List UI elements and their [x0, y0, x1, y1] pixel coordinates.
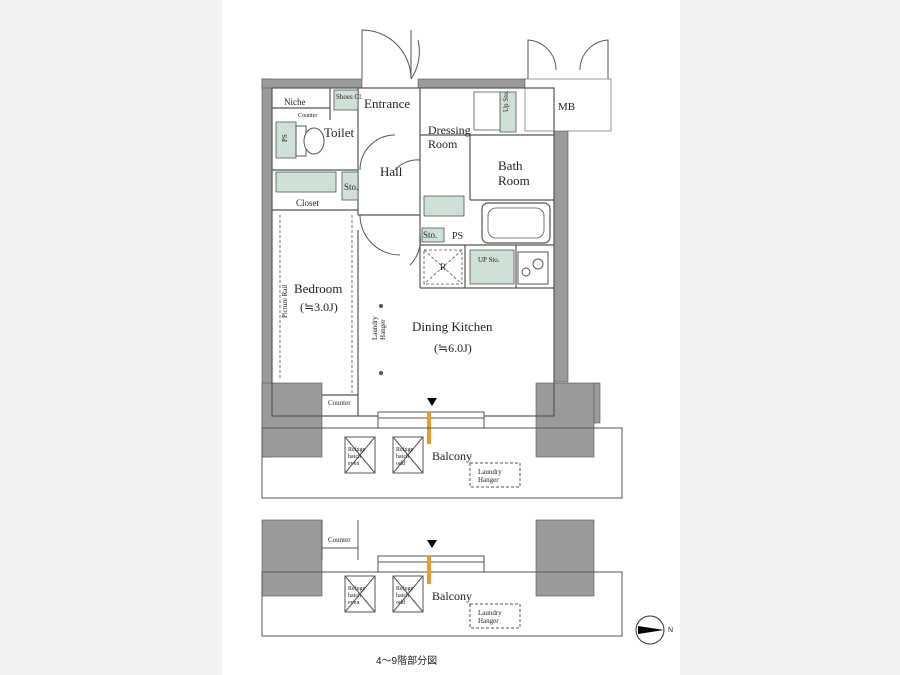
counter-lower-label: Counter [328, 536, 351, 544]
balcony-main-label: Balcony [432, 449, 472, 463]
counter-top-label: Counter [298, 113, 317, 119]
bathtub [481, 202, 551, 244]
accent-lower [427, 556, 431, 584]
text-line: Hanger [478, 476, 499, 484]
labels: Niche Counter Shoes Cl. Entrance Toilet … [281, 90, 575, 667]
text-line: Refuge [396, 585, 414, 592]
text-line: even [348, 461, 359, 467]
text-line: Laundry [371, 316, 379, 340]
doors [359, 29, 609, 266]
niche-label: Niche [284, 97, 306, 107]
laundry-hanger-indoor-label: LaundryHanger [371, 316, 387, 340]
closet-label: Closet [296, 198, 320, 208]
text-line: odd [396, 461, 405, 467]
mb-label: MB [558, 101, 575, 113]
text-line: Bath [498, 158, 523, 173]
pillar-left-lower [261, 519, 323, 597]
text-line: even [348, 600, 359, 606]
balcony-lower-label: Balcony [432, 589, 472, 603]
text-line: hatch [348, 454, 361, 460]
text-line: Refuge [348, 585, 366, 592]
toilet-ps-label: PS [281, 134, 289, 142]
wall-right [553, 129, 569, 383]
compass-north-label: N [668, 627, 673, 634]
text-line: Laundry [478, 468, 502, 476]
closet-shelf [275, 171, 337, 193]
kitchen-ps-label: PS [452, 231, 463, 242]
bedroom-label: Bedroom [294, 281, 342, 296]
counter-bedroom-label: Counter [328, 399, 351, 407]
stove [517, 251, 549, 285]
dining-kitchen-label: Dining Kitchen [412, 319, 493, 334]
refrigerator-label: R [440, 262, 446, 272]
compass: N [635, 615, 673, 645]
kitchen-sto-label: Sto. [423, 230, 437, 240]
text-line: Hanger [379, 319, 387, 340]
rails [279, 215, 353, 395]
picture-rail-label: Picture Rail [281, 285, 289, 318]
text-line: odd [396, 600, 405, 606]
text-line: hatch [396, 454, 409, 460]
text-line: Dressing [428, 123, 471, 137]
storage-areas [275, 89, 517, 285]
hall-sto-label: Sto. [344, 182, 358, 192]
pillar-left [261, 382, 323, 458]
refrigerator [423, 249, 463, 285]
toilet-fixture [295, 125, 325, 157]
wall-top-right [417, 78, 527, 89]
entry-arrow-lower [427, 540, 437, 548]
text-line: Refuge [348, 446, 366, 453]
hall-storage [341, 171, 359, 201]
toilet-label: Toilet [324, 125, 355, 140]
dining-kitchen-size: (≒6.0J) [434, 341, 472, 355]
entrance-label: Entrance [364, 96, 410, 111]
text-line: hatch [396, 593, 409, 599]
caption: 4～9階部分図 [376, 654, 437, 667]
dressing-counter [423, 195, 465, 217]
kitchen-up-storage [469, 249, 515, 285]
text-line: Laundry [478, 609, 502, 617]
kitchen-upsto-label: UP Sto. [478, 256, 500, 264]
pillar-right [535, 382, 595, 458]
refuge-even-box [344, 436, 376, 474]
shoes-closet [333, 89, 359, 111]
dressing-upsto-label: Up Sto. [502, 90, 510, 112]
pillar-right-lower [535, 519, 595, 597]
hall-label: Hall [380, 164, 403, 179]
text-line: Hanger [478, 617, 499, 625]
wall-top-left [261, 78, 363, 89]
text-line: Room [428, 137, 458, 151]
text-line: hatch [348, 593, 361, 599]
text-line: Refuge [396, 446, 414, 453]
refuge-odd-box [392, 436, 424, 474]
bedroom-size: (≒3.0J) [300, 300, 338, 314]
text-line: Room [498, 173, 530, 188]
kitchen-storage [421, 227, 445, 243]
shoes-cl-label: Shoes Cl. [336, 93, 363, 101]
balcony-main [261, 427, 623, 499]
entry-arrow-main [427, 398, 437, 406]
walls [261, 78, 612, 597]
